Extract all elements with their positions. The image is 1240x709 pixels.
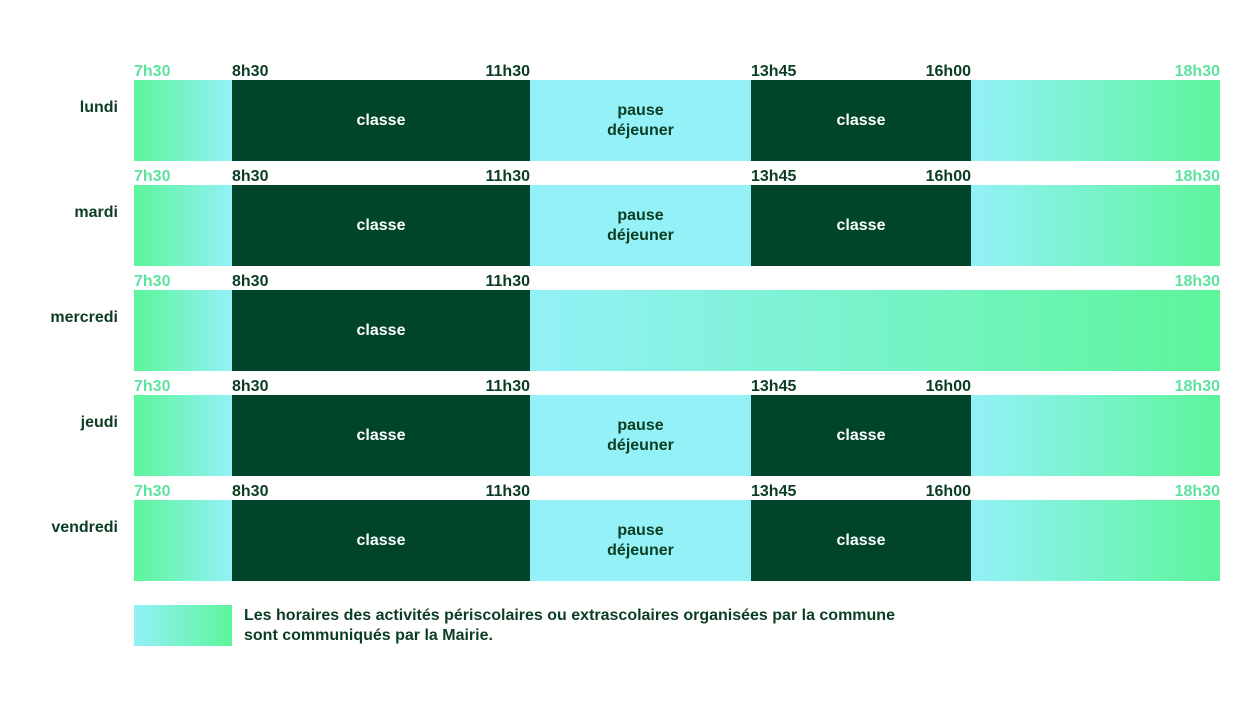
segment-label: classe — [356, 426, 406, 444]
time-label: 16h00 — [925, 378, 971, 395]
day-row-mercredi: mercredi 7h30 8h30 11h30 18h30 classe — [0, 274, 1240, 379]
time-label: 11h30 — [485, 273, 530, 290]
segment-label: pause déjeuner — [607, 101, 674, 139]
time-label: 11h30 — [485, 378, 530, 395]
segment-pause: pause déjeuner — [530, 185, 751, 266]
time-label: 7h30 — [134, 273, 171, 290]
time-label: 16h00 — [925, 63, 971, 80]
legend-text: Les horaires des activités périscolaires… — [244, 606, 1004, 646]
segment-classe: classe — [232, 500, 530, 581]
segment-classe: classe — [232, 395, 530, 476]
time-label: 13h45 — [751, 63, 797, 80]
day-label: jeudi — [80, 414, 118, 431]
segment-pause: pause déjeuner — [530, 80, 751, 161]
segment-label: classe — [356, 531, 406, 549]
segment-classe: classe — [751, 395, 971, 476]
segment-label: pause déjeuner — [607, 521, 674, 559]
time-label: 16h00 — [925, 168, 971, 185]
segment-label: classe — [356, 321, 406, 339]
day-label: vendredi — [51, 519, 118, 536]
segment-peri — [971, 80, 1220, 161]
time-label: 16h00 — [925, 483, 971, 500]
day-row-lundi: lundi 7h30 8h30 11h30 13h45 16h00 18h30 classe p… — [0, 64, 1240, 169]
segment-label: classe — [836, 111, 886, 129]
time-label: 18h30 — [1174, 273, 1220, 290]
day-row-vendredi: vendredi 7h30 8h30 11h30 13h45 16h00 18h30 clas… — [0, 484, 1240, 589]
time-label: 13h45 — [751, 483, 797, 500]
day-row-mardi: mardi 7h30 8h30 11h30 13h45 16h00 18h30 classe p… — [0, 169, 1240, 274]
segment-classe: classe — [232, 290, 530, 371]
time-label: 7h30 — [134, 483, 171, 500]
day-label: mercredi — [50, 309, 118, 326]
segment-peri — [971, 500, 1220, 581]
segment-label: pause déjeuner — [607, 416, 674, 454]
segment-label: classe — [836, 216, 886, 234]
day-label: lundi — [79, 99, 118, 116]
segment-peri — [530, 290, 1220, 371]
time-label: 13h45 — [751, 378, 797, 395]
segment-peri — [134, 185, 232, 266]
time-label: 11h30 — [485, 168, 530, 185]
segment-label: classe — [356, 111, 406, 129]
time-label: 18h30 — [1174, 378, 1220, 395]
legend-swatch-periscolaire — [134, 605, 232, 646]
segment-peri — [971, 395, 1220, 476]
segment-pause: pause déjeuner — [530, 500, 751, 581]
day-label: mardi — [74, 204, 118, 221]
time-label: 18h30 — [1174, 168, 1220, 185]
day-row-jeudi: jeudi 7h30 8h30 11h30 13h45 16h00 18h30 classe p… — [0, 379, 1240, 484]
segment-peri — [134, 80, 232, 161]
segment-classe: classe — [751, 185, 971, 266]
segment-peri — [134, 500, 232, 581]
segment-label: classe — [836, 531, 886, 549]
segment-classe: classe — [232, 80, 530, 161]
segment-peri — [134, 395, 232, 476]
time-label: 11h30 — [485, 63, 530, 80]
time-label: 18h30 — [1174, 483, 1220, 500]
time-label: 8h30 — [232, 483, 269, 500]
time-label: 8h30 — [232, 273, 269, 290]
segment-label: pause déjeuner — [607, 206, 674, 244]
time-label: 13h45 — [751, 168, 797, 185]
segment-classe: classe — [751, 500, 971, 581]
segment-classe: classe — [232, 185, 530, 266]
segment-label: classe — [836, 426, 886, 444]
time-label: 8h30 — [232, 168, 269, 185]
time-label: 8h30 — [232, 378, 269, 395]
legend-line-1: Les horaires des activités périscolaires… — [244, 607, 895, 624]
time-label: 7h30 — [134, 63, 171, 80]
segment-pause: pause déjeuner — [530, 395, 751, 476]
segment-label: classe — [356, 216, 406, 234]
time-label: 7h30 — [134, 378, 171, 395]
legend-line-2: sont communiqués par la Mairie. — [244, 627, 493, 644]
time-label: 11h30 — [485, 483, 530, 500]
time-label: 7h30 — [134, 168, 171, 185]
time-label: 18h30 — [1174, 63, 1220, 80]
segment-peri — [971, 185, 1220, 266]
segment-peri — [134, 290, 232, 371]
time-label: 8h30 — [232, 63, 269, 80]
segment-classe: classe — [751, 80, 971, 161]
